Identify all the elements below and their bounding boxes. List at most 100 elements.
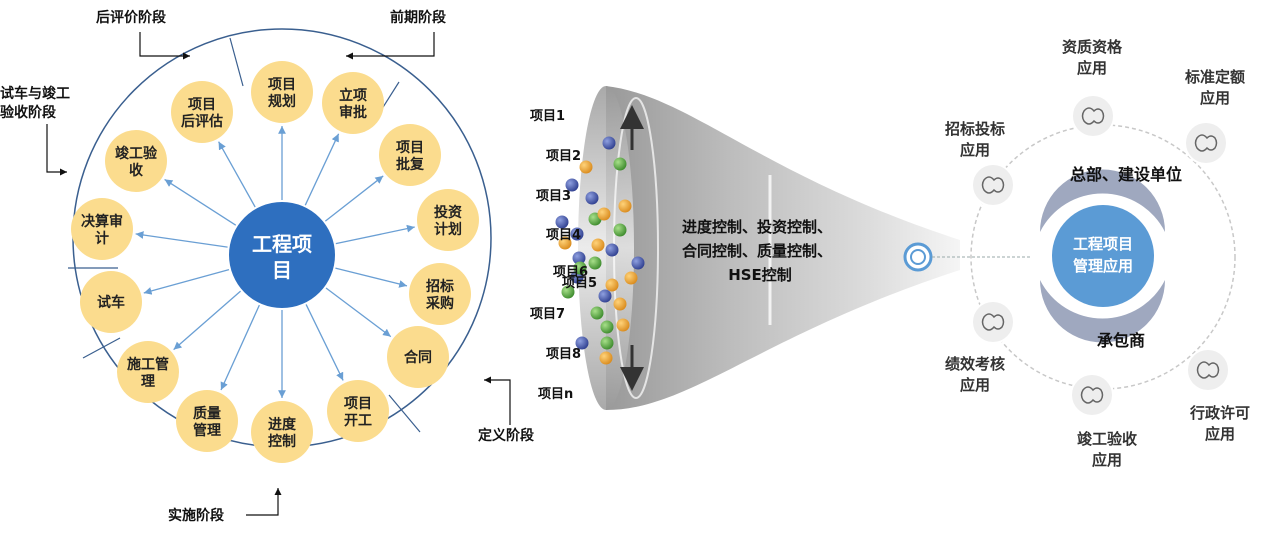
node-label: 进度: [268, 416, 297, 433]
hub-core: [1052, 205, 1154, 307]
node-label: 招标: [426, 278, 454, 295]
project-ball: [631, 256, 645, 270]
app-badge: [1184, 121, 1228, 165]
project-ball: [579, 160, 593, 174]
lifecycle-node-n6: 合同: [387, 326, 449, 388]
node-label: 决算审: [81, 213, 123, 230]
trial-pointer: [46, 124, 67, 176]
app-label: 绩效考核: [945, 355, 1005, 373]
phase-define: 定义阶段: [478, 427, 534, 444]
node-label: 质量: [193, 405, 221, 422]
node-circle: [171, 81, 233, 143]
project-ball: [573, 261, 587, 275]
app-orbit: [970, 124, 1236, 390]
lifecycle-wheel: 项目规划立项审批项目批复投资计划招标采购合同项目开工进度控制质量管理施工管理试车…: [68, 28, 492, 463]
node-label: 开工: [344, 413, 372, 429]
project-ball: [598, 289, 612, 303]
phase-early: 前期阶段: [390, 9, 446, 26]
post-eval-pointer: [139, 32, 190, 60]
spokes: [135, 126, 415, 398]
project-label: 项目8: [546, 347, 581, 362]
app-label: 应用: [1205, 425, 1235, 443]
app-label: 应用: [960, 141, 990, 159]
phase-separator: [82, 337, 121, 359]
lifecycle-nodes: 项目规划立项审批项目批复投资计划招标采购合同项目开工进度控制质量管理施工管理试车…: [71, 61, 479, 463]
project-ball: [588, 256, 602, 270]
app-badge: [1186, 348, 1230, 392]
project-ball: [591, 238, 605, 252]
node-label: 计: [95, 230, 109, 247]
spoke-arrow: [325, 287, 392, 338]
node-circle: [251, 401, 313, 463]
node-label: 后评估: [181, 113, 223, 130]
app-label: 应用: [1077, 59, 1107, 77]
project-ball: [605, 278, 619, 292]
app-label: 竣工验收: [1077, 430, 1137, 448]
center-node: [229, 202, 335, 308]
bottom-ring-band: [1040, 280, 1165, 343]
lifecycle-node-n8: 进度控制: [251, 401, 313, 463]
node-label: 控制: [268, 433, 296, 450]
app-label: 标准定额: [1184, 68, 1245, 86]
app-badge: [971, 163, 1015, 207]
app-label: 资质资格: [1062, 38, 1123, 56]
node-circle: [417, 189, 479, 251]
spoke-arrow: [220, 304, 260, 391]
app-glyph-icon: [1194, 134, 1218, 152]
node-label: 施工管: [127, 356, 169, 373]
control-line2: 合同控制、质量控制、: [681, 242, 832, 260]
node-label: 立项: [339, 87, 367, 104]
app-badge: [1071, 94, 1115, 138]
app-glyph-icon: [1196, 361, 1220, 379]
node-circle: [322, 72, 384, 134]
node-circle: [117, 341, 179, 403]
phase-trial-line1: 试车与竣工: [0, 85, 70, 102]
app-glyph-icon: [981, 176, 1005, 194]
node-circle: [251, 61, 313, 123]
spoke-arrow: [304, 133, 340, 206]
project-ball: [618, 199, 632, 213]
app-label: 行政许可: [1189, 404, 1250, 422]
node-circle: [176, 390, 238, 452]
app-items: 资质资格应用标准定额应用招标投标应用绩效考核应用竣工验收应用行政许可应用: [945, 38, 1250, 469]
spoke-arrow: [335, 224, 415, 245]
node-label: 管理: [193, 422, 221, 439]
top-ring-label: 总部、建设单位: [1070, 165, 1182, 184]
project-ball: [599, 351, 613, 365]
implement-pointer: [246, 488, 282, 516]
project-ball: [613, 157, 627, 171]
project-balls: [555, 136, 645, 365]
phase-post-eval: 后评价阶段: [96, 9, 166, 26]
spoke-arrow: [324, 175, 384, 222]
app-glyph-icon: [981, 313, 1005, 331]
spoke-arrow: [143, 268, 230, 295]
node-label: 收: [129, 162, 144, 179]
top-ring-band: [1040, 169, 1165, 232]
app-glyph-icon: [1081, 107, 1105, 125]
app-label: 应用: [1200, 89, 1230, 107]
node-circle: [71, 198, 133, 260]
app-badge: [971, 300, 1015, 344]
project-label: 项目1: [530, 109, 565, 124]
node-label: 投资: [434, 204, 462, 221]
project-ball: [575, 336, 589, 350]
project-ball: [570, 227, 584, 241]
node-label: 理: [141, 374, 155, 390]
phase-trial-line2: 验收阶段: [0, 104, 56, 121]
project-ball: [561, 285, 575, 299]
node-label: 合同: [404, 349, 432, 366]
funnel-outlet-icon: [903, 242, 933, 272]
